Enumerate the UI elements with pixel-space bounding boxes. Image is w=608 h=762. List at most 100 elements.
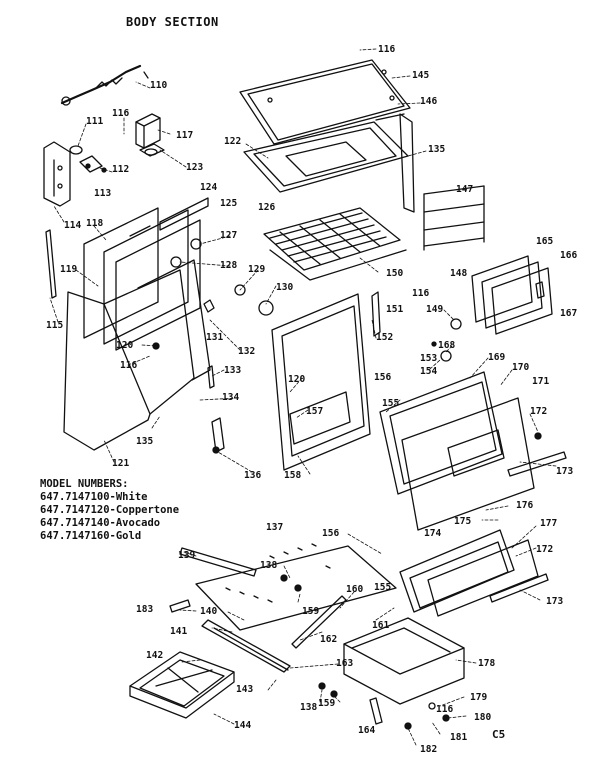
part-number-label: 119 xyxy=(60,264,77,275)
part-number-label: 179 xyxy=(470,692,487,703)
part-number-label: 134 xyxy=(222,392,239,403)
part-number-label: 167 xyxy=(560,308,577,319)
model-number-item: 647.7147120-Coppertone xyxy=(40,504,180,516)
part-element-panels xyxy=(471,255,553,335)
part-trim-bar xyxy=(179,547,257,577)
part-number-labels: 1101111121131141151161161161161161171181… xyxy=(46,44,577,755)
part-side-panel xyxy=(63,259,211,451)
leader-lines xyxy=(49,48,557,746)
part-number-label: 160 xyxy=(346,584,363,595)
part-strip xyxy=(291,595,347,649)
part-number-label: 161 xyxy=(372,620,389,631)
part-number-label: 123 xyxy=(186,162,203,173)
part-number-label: 159 xyxy=(302,606,319,617)
part-number-label: 145 xyxy=(412,70,429,81)
part-number-label: 131 xyxy=(206,332,223,343)
part-drip-pan xyxy=(129,651,235,719)
part-number-label: 156 xyxy=(322,528,339,539)
part-number-label: 170 xyxy=(512,362,529,373)
part-number-label: 172 xyxy=(530,406,547,417)
part-clip xyxy=(169,599,191,613)
part-drawer-hardware xyxy=(318,682,450,730)
part-number-label: 121 xyxy=(112,458,129,469)
model-numbers-heading: MODEL NUMBERS: xyxy=(40,478,129,490)
part-number-label: 128 xyxy=(220,260,237,271)
part-number-label: 120 xyxy=(116,340,133,351)
part-number-label: 114 xyxy=(64,220,81,231)
part-number-label: 136 xyxy=(244,470,261,481)
part-number-label: 158 xyxy=(284,470,301,481)
part-knobs xyxy=(431,318,462,362)
part-number-label: 147 xyxy=(456,184,473,195)
part-number-label: 124 xyxy=(200,182,217,193)
part-number-label: 133 xyxy=(224,365,241,376)
part-number-label: 112 xyxy=(112,164,129,175)
part-trim-strip xyxy=(45,229,57,299)
part-number-label: 176 xyxy=(516,500,533,511)
part-number-label: 116 xyxy=(436,704,453,715)
part-number-label: 155 xyxy=(382,398,399,409)
part-number-label: 142 xyxy=(146,650,163,661)
part-number-label: 141 xyxy=(170,626,187,637)
part-number-label: 137 xyxy=(266,522,283,533)
part-number-label: 155 xyxy=(374,582,391,593)
part-oven-frame xyxy=(243,113,415,213)
part-number-label: 162 xyxy=(320,634,337,645)
part-number-label: 139 xyxy=(178,550,195,561)
model-number-item: 647.7147100-White xyxy=(40,491,148,503)
part-number-label: 118 xyxy=(86,218,103,229)
part-number-label: 173 xyxy=(546,596,563,607)
part-number-label: 125 xyxy=(220,198,237,209)
part-number-label: 152 xyxy=(376,332,393,343)
part-rear-panels xyxy=(83,197,209,351)
part-number-label: 120 xyxy=(288,374,305,385)
part-number-label: 163 xyxy=(336,658,353,669)
part-oven-door-frame xyxy=(271,291,381,471)
part-oven-rack xyxy=(263,207,407,281)
part-number-label: 159 xyxy=(318,698,335,709)
part-number-label: 181 xyxy=(450,732,467,743)
part-number-label: 174 xyxy=(424,528,441,539)
part-number-label: 113 xyxy=(94,188,111,199)
part-door-handle xyxy=(507,451,567,477)
part-power-cord xyxy=(60,64,149,106)
part-number-label: 126 xyxy=(258,202,275,213)
part-number-label: 116 xyxy=(378,44,395,55)
part-rack-supports xyxy=(423,185,485,251)
part-number-label: 132 xyxy=(238,346,255,357)
part-number-label: 115 xyxy=(46,320,63,331)
part-number-label: 149 xyxy=(426,304,443,315)
part-number-label: 157 xyxy=(306,406,323,417)
part-number-label: 135 xyxy=(136,436,153,447)
part-number-label: 168 xyxy=(438,340,455,351)
part-terminal-block xyxy=(69,145,107,173)
part-number-label: 140 xyxy=(200,606,217,617)
part-number-label: 177 xyxy=(540,518,557,529)
part-number-label: 182 xyxy=(420,744,437,755)
part-number-label: 111 xyxy=(86,116,103,127)
part-top-panel xyxy=(239,59,411,145)
part-lower-door xyxy=(399,529,549,617)
part-number-label: 150 xyxy=(386,268,403,279)
part-number-label: 173 xyxy=(556,466,573,477)
part-number-label: 143 xyxy=(236,684,253,695)
part-number-label: 154 xyxy=(420,366,437,377)
part-number-label: 144 xyxy=(234,720,251,731)
part-cooktop xyxy=(195,543,397,631)
part-number-label: 138 xyxy=(260,560,277,571)
part-number-label: 129 xyxy=(248,264,265,275)
part-number-label: 138 xyxy=(300,702,317,713)
part-number-label: 166 xyxy=(560,250,577,261)
part-number-label: 169 xyxy=(488,352,505,363)
part-storage-drawer xyxy=(343,617,465,705)
part-number-label: 153 xyxy=(420,353,437,364)
part-number-label: 164 xyxy=(358,725,375,736)
part-number-label: 135 xyxy=(428,144,445,155)
part-small-hardware xyxy=(203,284,274,454)
part-number-label: 130 xyxy=(276,282,293,293)
part-number-label: 116 xyxy=(112,108,129,119)
part-number-label: 116 xyxy=(120,360,137,371)
part-number-label: 171 xyxy=(532,376,549,387)
diagram-code: C5 xyxy=(492,728,506,741)
